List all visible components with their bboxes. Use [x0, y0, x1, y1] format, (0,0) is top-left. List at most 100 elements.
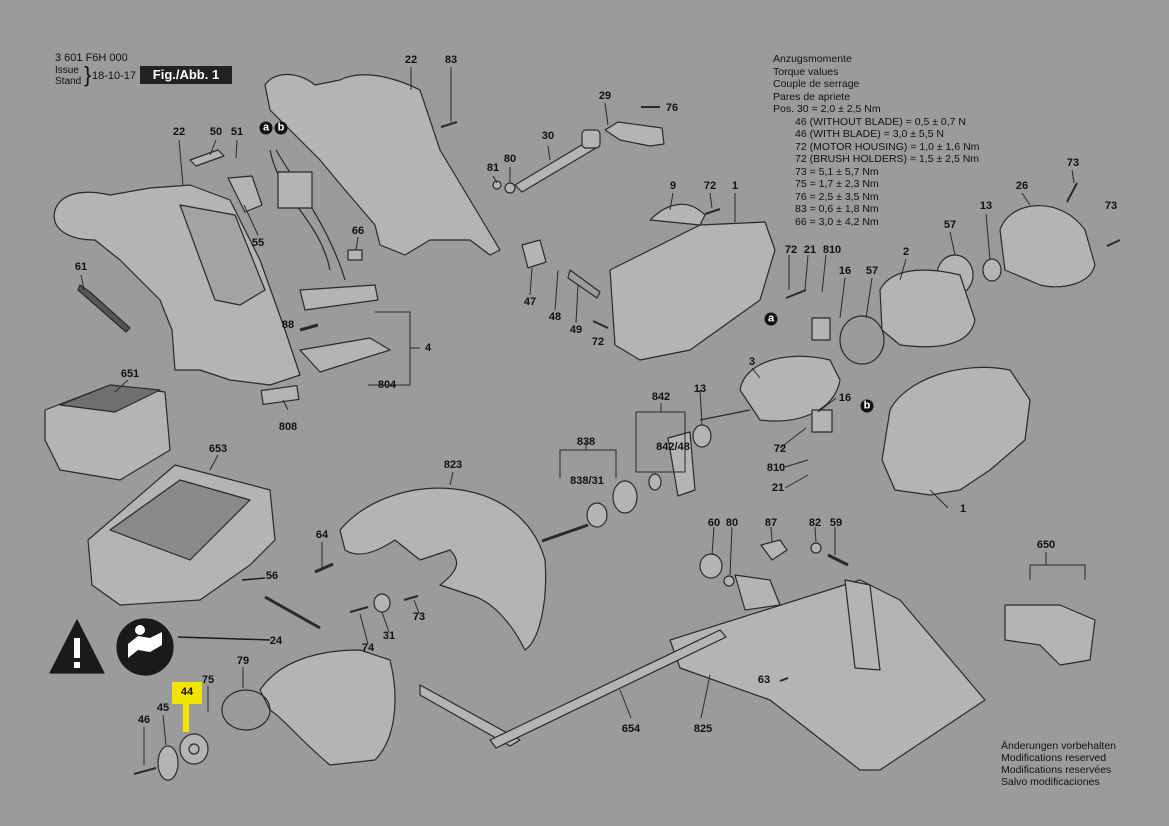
issue-label-2: Stand [55, 76, 82, 87]
part-label: 13 [979, 200, 993, 212]
part-label: 55 [251, 237, 265, 249]
part-label: 79 [236, 655, 250, 667]
torque-values-table: Anzugsmomente Torque values Couple de se… [773, 53, 979, 228]
notice-line: Modifications reserved [1001, 752, 1107, 764]
modification-notice: Änderungen vorbehalten Modifications res… [1001, 740, 1116, 788]
part-label: 651 [120, 368, 140, 380]
part-label: 47 [523, 296, 537, 308]
part-label: 76 [665, 102, 679, 114]
highlight-part-44-leader [183, 702, 189, 732]
part-label: 57 [865, 265, 879, 277]
part-label: 22 [172, 126, 186, 138]
torque-row: 73 = 5,1 ± 5,7 Nm [795, 165, 879, 178]
part-label: 823 [443, 459, 463, 471]
part-label: 59 [829, 517, 843, 529]
part-label: 64 [315, 529, 329, 541]
housing-half-right [264, 73, 501, 256]
part-label: 3 [748, 356, 756, 368]
part-code: 3 601 F6H 000 [55, 52, 128, 64]
torque-row: 76 = 2,5 ± 3,5 Nm [795, 190, 879, 203]
part-label: 1 [731, 180, 739, 192]
parallel-guide [419, 684, 521, 747]
torque-row: 72 (MOTOR HOUSING) = 1,0 ± 1,6 Nm [795, 140, 980, 153]
torque-row: 46 (WITHOUT BLADE) = 0,5 ± 0,7 N [795, 115, 966, 128]
part-label: 46 [137, 714, 151, 726]
part-label: 650 [1036, 539, 1056, 551]
part-label: 1 [959, 503, 967, 515]
part-label: 810 [822, 244, 842, 256]
part-label: 2 [902, 246, 910, 258]
torque-row: 83 = 0,6 ± 1,8 Nm [795, 203, 879, 215]
part-label: 81 [486, 162, 500, 174]
part-label: 88 [281, 319, 295, 331]
part-label: 30 [541, 130, 555, 142]
part-label: 73 [1066, 157, 1080, 169]
wire-marker-b: b [274, 121, 288, 135]
part-label: 60 [707, 517, 721, 529]
wire-marker-a: a [764, 312, 778, 326]
part-label: 80 [725, 517, 739, 529]
part-label: 87 [764, 517, 778, 529]
armature [739, 355, 841, 422]
part-label: 45 [156, 702, 170, 714]
part-label: 16 [838, 265, 852, 277]
part-label: 72 [591, 336, 605, 348]
brace-glyph: } [84, 62, 92, 87]
part-label: 808 [278, 421, 298, 433]
notice-line: Änderungen vorbehalten [1001, 740, 1117, 752]
part-label: 48 [548, 311, 562, 323]
part-label: 842 [651, 391, 671, 403]
part-label: 56 [265, 570, 279, 582]
part-label-highlighted: 44 [180, 686, 194, 698]
torque-title-en: Torque values [773, 65, 839, 78]
part-label: 72 [703, 180, 717, 192]
part-label: 73 [1104, 200, 1118, 212]
part-label: 22 [404, 54, 418, 66]
part-label: 13 [693, 383, 707, 395]
part-label: 842/48 [656, 441, 690, 453]
notice-line: Salvo modificaciones [1001, 776, 1100, 788]
part-label: 654 [621, 723, 641, 735]
torque-title-de: Anzugsmomente [773, 53, 852, 65]
torque-title-es: Pares de apriete [773, 90, 851, 103]
end-cap [999, 205, 1096, 288]
part-label: 21 [803, 244, 817, 256]
motor-housing [609, 221, 776, 361]
part-label: 82 [808, 517, 822, 529]
part-label: 72 [784, 244, 798, 256]
part-label: 31 [382, 630, 396, 642]
pendulum-guard [259, 649, 396, 766]
issue-label-1: Issue [55, 65, 79, 76]
part-label: 838 [576, 436, 596, 448]
part-label: 51 [230, 126, 244, 138]
part-label: 16 [838, 392, 852, 404]
part-label: 838/31 [570, 475, 604, 487]
figure-label: Fig./Abb. 1 [140, 66, 232, 84]
part-label: 24 [269, 635, 283, 647]
part-label: 804 [377, 379, 397, 391]
part-label: 66 [351, 225, 365, 237]
wire-marker-b: b [860, 399, 874, 413]
gear-housing [881, 366, 1031, 496]
torque-title-fr: Couple de serrage [773, 78, 860, 90]
torque-row: 66 = 3,0 ± 4,2 Nm [795, 215, 879, 228]
blade-guard [339, 487, 547, 651]
torque-row: Pos. 30 = 2,0 ± 2,5 Nm [773, 103, 881, 115]
part-label: 21 [771, 482, 785, 494]
part-label: 72 [773, 443, 787, 455]
part-label: 57 [943, 219, 957, 231]
part-label: 50 [209, 126, 223, 138]
part-label: 83 [444, 54, 458, 66]
torque-row: 46 (WITH BLADE) = 3,0 ± 5,5 N [795, 128, 945, 140]
highlight-part-44 [172, 682, 202, 704]
part-label: 61 [74, 261, 88, 273]
notice-line: Modifications reservées [1001, 764, 1112, 776]
torque-row: 75 = 1,7 ± 2,3 Nm [795, 178, 879, 190]
wire-marker-a: a [259, 121, 273, 135]
part-label: 75 [201, 674, 215, 686]
part-label: 4 [424, 342, 432, 354]
issue-date: 18-10-17 [92, 70, 137, 82]
part-label: 80 [503, 153, 517, 165]
